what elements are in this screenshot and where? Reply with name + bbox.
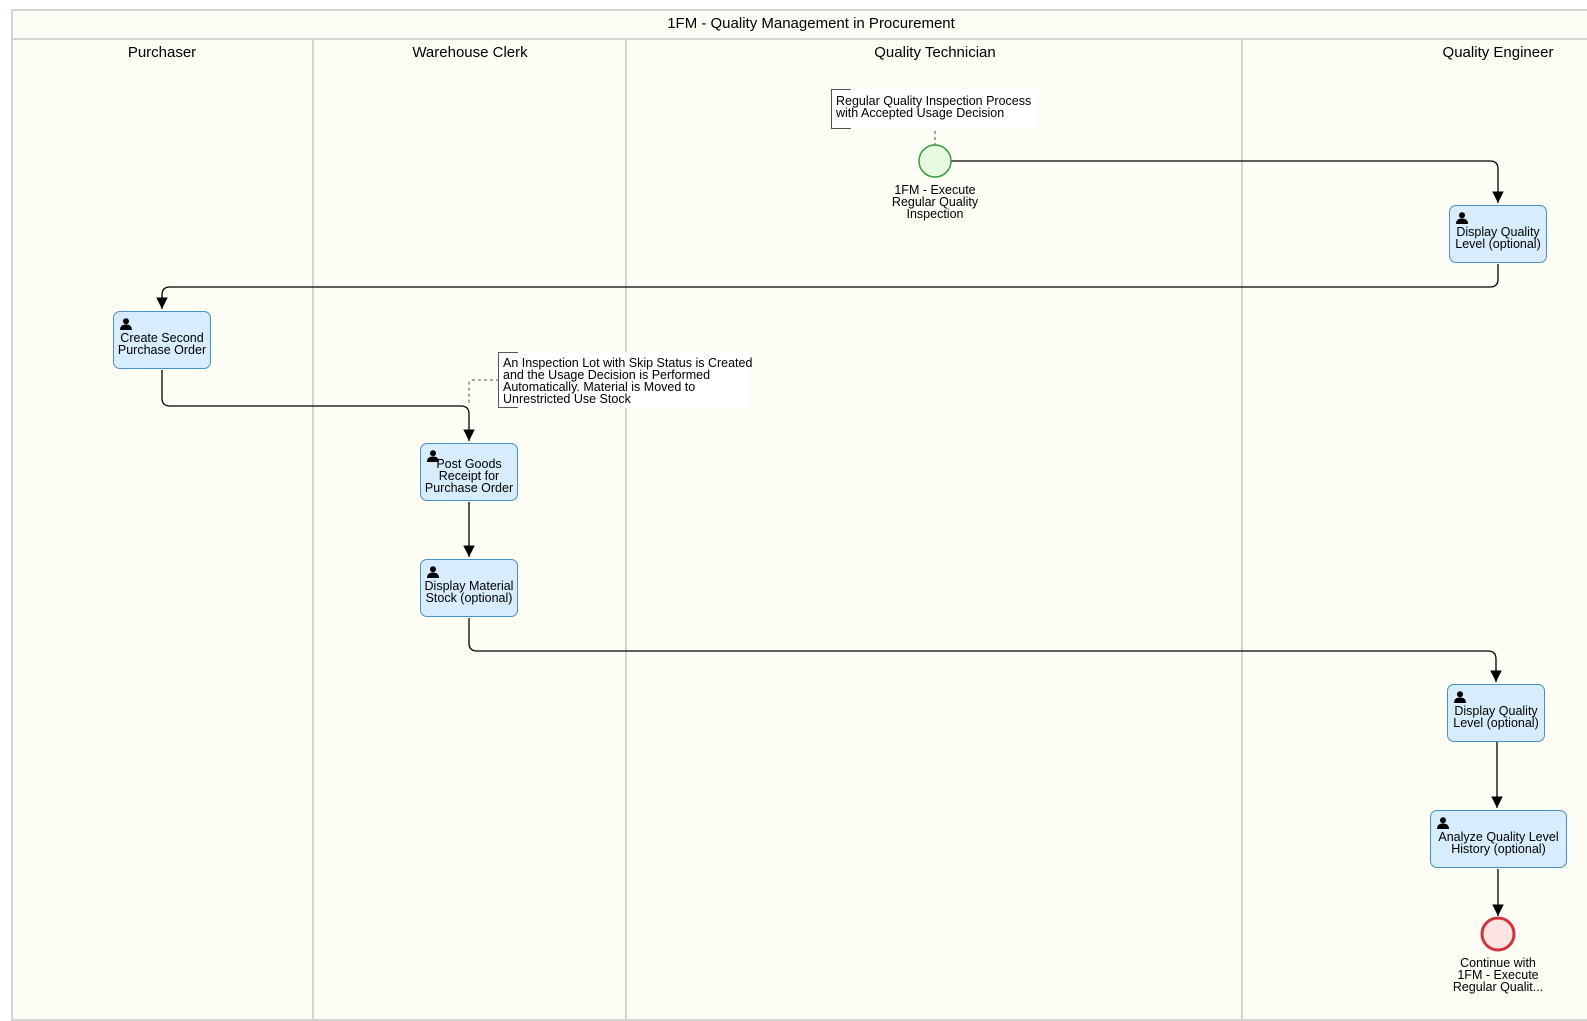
end-event — [1480, 916, 1516, 952]
user-icon — [1437, 817, 1449, 829]
task-label: Stock (optional) — [425, 591, 513, 605]
task-label: Display Quality — [1456, 225, 1540, 239]
label-line: 1FM - Execute — [894, 183, 976, 197]
task-label: Analyze Quality Level — [1438, 830, 1559, 844]
user-icon — [427, 450, 439, 462]
annotation-line: An Inspection Lot with Skip Status is Cr… — [503, 356, 753, 370]
annotation-line: Automatically. Material is Moved to — [503, 380, 696, 394]
annotation-line: with Accepted Usage Decision — [836, 106, 1005, 120]
start-event — [918, 144, 952, 178]
task-label: Level (optional) — [1453, 716, 1539, 730]
task-label: Display Quality — [1454, 704, 1538, 718]
lane-title-quality-technician: Quality Technician — [874, 44, 996, 61]
annotation-line: and the Usage Decision is Performed — [503, 368, 711, 382]
label-line: Inspection — [906, 207, 964, 221]
lane-title-warehouse-clerk: Warehouse Clerk — [412, 44, 528, 61]
annotation-line: Unrestricted Use Stock — [503, 392, 631, 406]
end-event-label: Continue with 1FM - Execute Regular Qual… — [1443, 956, 1553, 994]
user-icon — [427, 566, 439, 578]
lane-title-purchaser: Purchaser — [127, 44, 197, 61]
annotation-skip-note: An Inspection Lot with Skip Status is Cr… — [498, 352, 753, 408]
annotation-line: Regular Quality Inspection Process — [836, 94, 1032, 108]
task-label: Level (optional) — [1455, 237, 1541, 251]
start-event-label: 1FM - Execute Regular Quality Inspection — [880, 183, 990, 221]
pool-header: 1FM - Quality Management in Procurement — [11, 9, 1587, 40]
label-line: Regular Qualit... — [1452, 980, 1544, 994]
flow-display-quality-to-create-po — [156, 264, 1499, 309]
annotation-bracket — [498, 352, 518, 408]
label-line: Continue with — [1460, 956, 1536, 970]
task-label: Purchase Order — [117, 343, 207, 357]
association-skip-note — [468, 379, 499, 404]
flow-material-stock-to-quality-level — [468, 618, 1502, 682]
task-label: Create Second — [120, 331, 204, 345]
user-icon — [1454, 691, 1466, 703]
label-line: Regular Quality — [891, 195, 979, 209]
task-label: Display Material — [424, 579, 514, 593]
task-label: Receipt for — [438, 469, 500, 483]
lane-divider — [312, 40, 314, 1021]
task-label: Purchase Order — [424, 481, 514, 495]
user-icon — [1456, 212, 1468, 224]
lane-divider — [1241, 40, 1243, 1021]
pool-title: 1FM - Quality Management in Procurement — [667, 15, 955, 32]
user-icon — [120, 318, 132, 330]
label-line: 1FM - Execute — [1457, 968, 1539, 982]
annotation-bracket — [831, 89, 851, 129]
flow-start-to-display-quality — [951, 160, 1504, 203]
task-label: Post Goods — [436, 457, 502, 471]
task-label: History (optional) — [1451, 842, 1546, 856]
lane-title-quality-engineer: Quality Engineer — [1442, 44, 1554, 61]
flow-create-po-to-goods-receipt — [161, 370, 475, 441]
lane-divider — [625, 40, 627, 1021]
annotation-start-note: Regular Quality Inspection Process with … — [831, 89, 1038, 129]
pool — [11, 9, 1587, 1021]
